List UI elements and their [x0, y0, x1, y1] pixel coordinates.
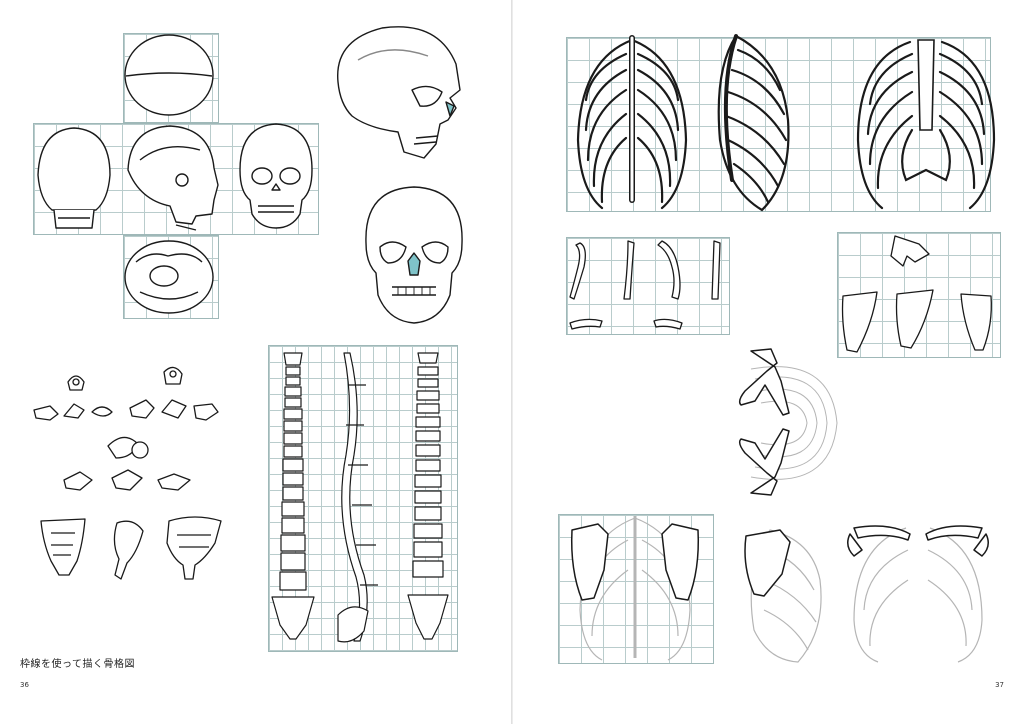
skull-front-view	[365, 186, 463, 324]
book-gutter	[511, 0, 513, 724]
spine-back-view	[407, 352, 449, 640]
spine-side-view	[337, 352, 378, 643]
page-number-right: 37	[995, 681, 1004, 689]
vertebrae-set	[33, 366, 219, 491]
sacrum-set	[40, 516, 222, 580]
spine-front-view	[271, 352, 315, 640]
left-page: 枠線を使って描く骨格図 36	[0, 0, 511, 724]
scapula-views	[841, 235, 992, 353]
shoulder-girdle-on-ribcage	[570, 516, 989, 663]
page-number-left: 36	[20, 681, 29, 689]
shoulder-girdle-top-view	[738, 348, 838, 496]
right-page: 37	[513, 0, 1024, 724]
clavicle-views	[569, 240, 721, 330]
skull-three-quarter-view	[337, 26, 461, 159]
ribcage-back-side-front	[576, 34, 996, 212]
spine-front-side-back	[271, 352, 449, 643]
figure-caption: 枠線を使って描く骨格図	[20, 659, 135, 670]
skull-orthographic-views	[37, 34, 313, 314]
ribcage-side-view	[717, 34, 790, 212]
ribcage-back-view	[576, 35, 688, 210]
ribcage-front-view	[856, 39, 996, 210]
clavicle-grid	[566, 237, 730, 335]
